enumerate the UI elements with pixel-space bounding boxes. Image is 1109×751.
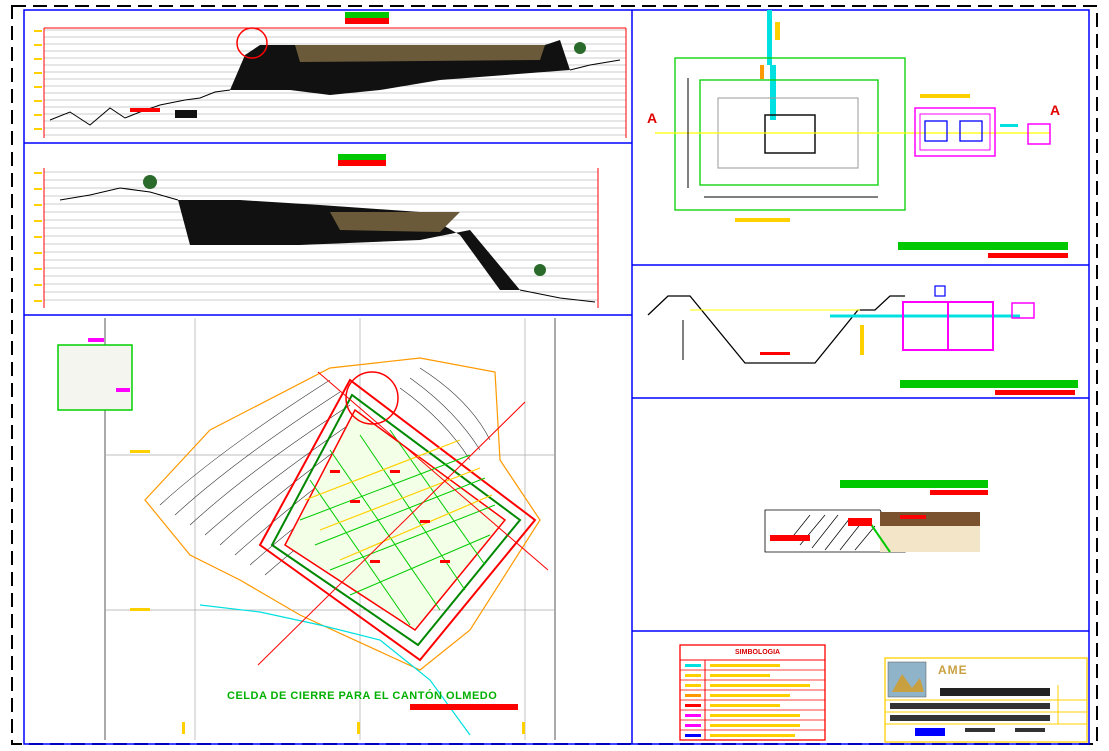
plan-view-title: CELDA DE CIERRE PARA EL CANTÓN OLMEDO xyxy=(227,690,498,702)
title-block xyxy=(884,657,1088,743)
longitudinal-profile-2 xyxy=(34,154,599,308)
legend-table xyxy=(679,644,826,741)
section-marker-right: A xyxy=(1050,102,1060,118)
viewport-frames xyxy=(23,9,1090,745)
section-a-a-detail xyxy=(647,285,1078,395)
section-marker-left: A xyxy=(647,110,657,126)
site-plan-view xyxy=(57,318,556,740)
company-name: AME xyxy=(938,663,968,677)
liner-layers-detail xyxy=(764,480,988,553)
longitudinal-profile-1 xyxy=(34,12,627,138)
leachate-tank-plan-detail xyxy=(655,10,1068,258)
legend-title: SIMBOLOGIA xyxy=(735,649,781,656)
